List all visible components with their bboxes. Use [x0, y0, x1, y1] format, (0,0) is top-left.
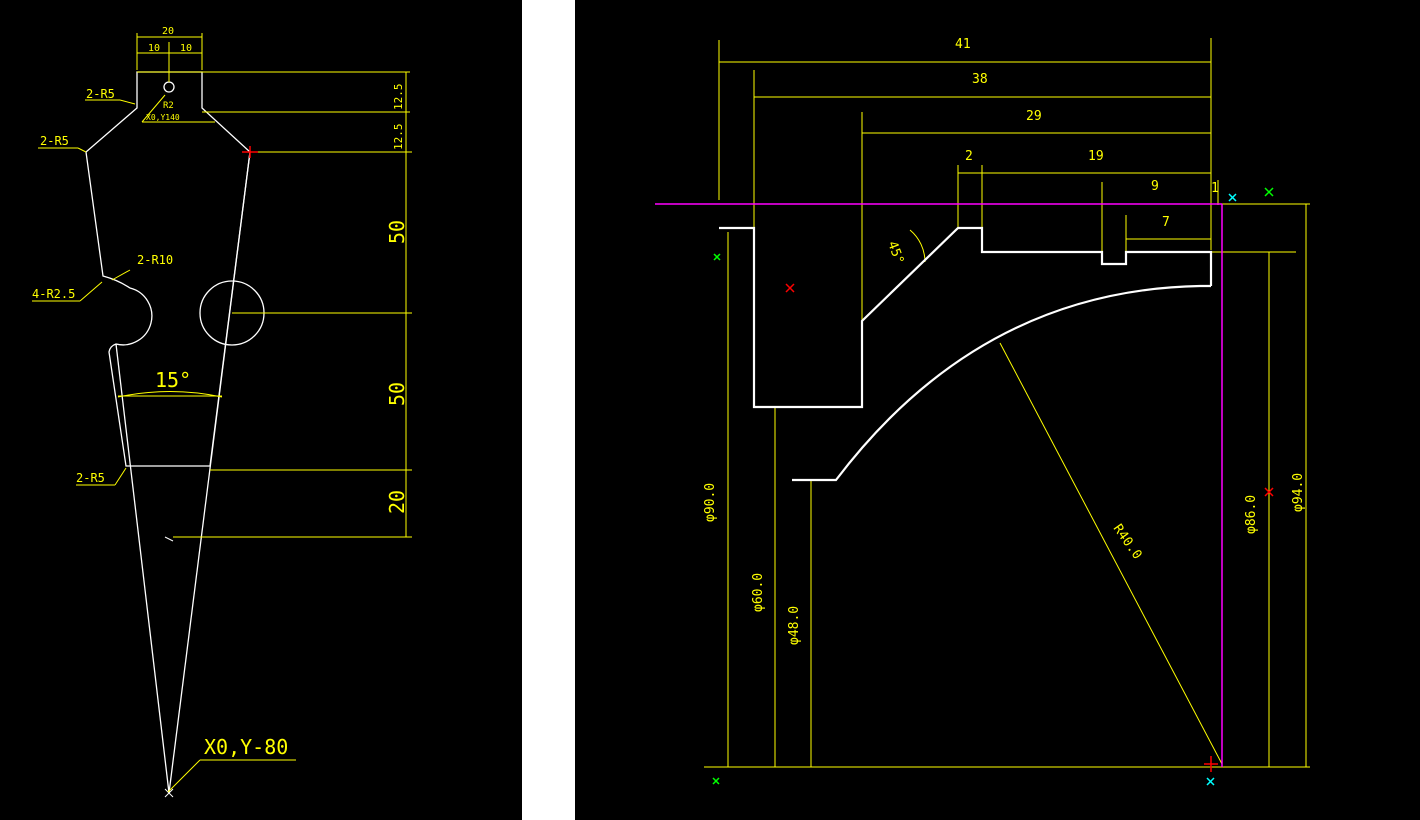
marker-red-2	[1264, 487, 1274, 497]
taper-line-left	[115, 343, 170, 794]
label-shoulder-fillet: 2-R5	[40, 134, 69, 148]
dim-chamfer-angle: 45°	[884, 239, 906, 266]
label-hole-radius: R2	[163, 101, 174, 111]
left-drawing-canvas: 20 10 10 R2 X0,Y140 2-R5 2-R5 2-R10 4-R2…	[32, 26, 412, 798]
dim-head-height: 12.5	[392, 84, 405, 111]
marker-green-3	[712, 777, 720, 785]
dim-upper-length: 50	[385, 220, 409, 244]
dim-top-half-right: 10	[180, 43, 192, 54]
dim-bottom-length: 20	[385, 490, 409, 514]
part-arc-profile	[792, 284, 1211, 482]
marker-green-2	[1264, 187, 1274, 197]
label-tip-coord: X0,Y-80	[204, 735, 288, 759]
label-notch-fillet: 4-R2.5	[32, 287, 75, 301]
marker-cyan-2	[1206, 777, 1215, 786]
label-notch-radius: 2-R10	[137, 253, 173, 267]
dim-length-1: 1	[1211, 181, 1219, 196]
dim-length-29: 29	[1026, 109, 1042, 124]
tip-center-mark	[164, 536, 174, 542]
marker-green-1	[713, 253, 721, 261]
dim-lower-length: 50	[385, 382, 409, 406]
dim-top-half-left: 10	[148, 43, 160, 54]
dim-overall-length: 41	[955, 37, 971, 52]
right-cad-viewport[interactable]: 41 38 29 2 19 9 1 7 45° R40.0 φ90.0 φ60.…	[575, 0, 1420, 820]
dim-length-19: 19	[1088, 149, 1104, 164]
label-top-fillet: 2-R5	[86, 87, 115, 101]
part-profile	[719, 226, 1213, 409]
dim-length-9: 9	[1151, 179, 1159, 194]
dim-dia-48: φ48.0	[787, 606, 802, 645]
dim-length-2: 2	[965, 149, 973, 164]
left-cad-viewport[interactable]: 20 10 10 R2 X0,Y140 2-R5 2-R5 2-R10 4-R2…	[0, 0, 522, 820]
dim-dia-60: φ60.0	[751, 573, 766, 612]
dim-taper-angle: 15°	[155, 368, 191, 392]
blade-outline	[85, 71, 251, 467]
tip-point-b	[164, 788, 174, 798]
label-lower-fillet: 2-R5	[76, 471, 105, 485]
marker-red-1	[785, 283, 795, 293]
label-hole-coord: X0,Y140	[146, 113, 180, 122]
dim-dia-90: φ90.0	[703, 483, 718, 522]
marker-cyan-1	[1228, 193, 1237, 202]
dim-neck-height: 12.5	[392, 124, 405, 151]
taper-line-right	[168, 151, 251, 794]
marker-origin	[1204, 756, 1218, 772]
dim-dia-86: φ86.0	[1244, 495, 1259, 534]
dim-length-7: 7	[1162, 215, 1170, 230]
right-drawing-canvas: 41 38 29 2 19 9 1 7 45° R40.0 φ90.0 φ60.…	[655, 37, 1310, 786]
dim-dia-94: φ94.0	[1291, 473, 1306, 512]
mounting-hole	[163, 81, 175, 93]
dim-top-width: 20	[162, 26, 174, 37]
dim-radius: R40.0	[1110, 522, 1145, 563]
dim-length-38: 38	[972, 72, 988, 87]
